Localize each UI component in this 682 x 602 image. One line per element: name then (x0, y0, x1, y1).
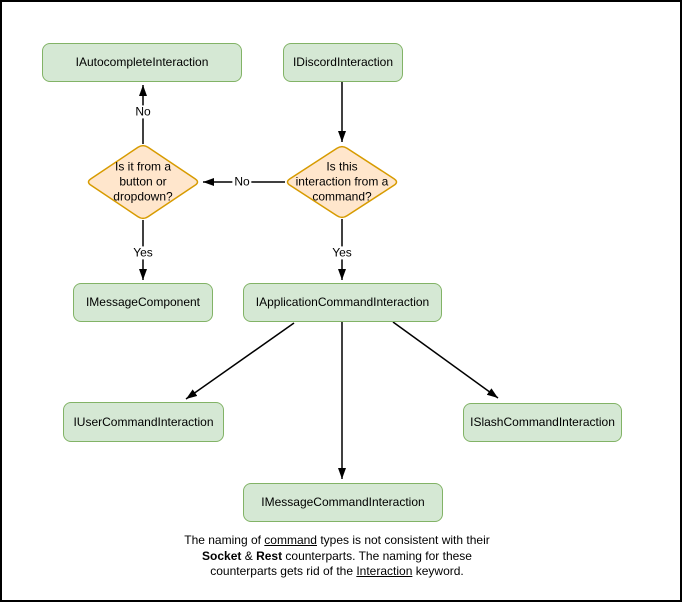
note-segment: counterparts gets rid of the (210, 564, 357, 579)
node-iapplication-command-interaction: IApplicationCommandInteraction (243, 283, 442, 322)
node-imessage-component: IMessageComponent (73, 283, 213, 322)
note-text: The naming of command types is not consi… (117, 533, 557, 580)
decision-button-or-dropdown-shape (87, 144, 199, 220)
edge-to-slash-command (392, 321, 499, 399)
edge-label-yes-to-message-component: Yes (131, 245, 155, 260)
note-line-3: counterparts gets rid of the Interaction… (117, 564, 557, 580)
note-segment-underlined: Interaction (356, 564, 413, 579)
edge-label-no-between-decisions: No (232, 174, 252, 189)
decision-from-command-shape (286, 145, 398, 219)
node-idiscord-interaction: IDiscordInteraction (283, 43, 403, 82)
decision-button-or-dropdown-label: Is it from a button or dropdown? (113, 159, 173, 204)
note-segment-bold: Socket (202, 548, 242, 563)
note-segment: The naming of (184, 533, 265, 547)
note-segment: types is not consistent with their (316, 533, 490, 547)
note-line-1: The naming of command types is not consi… (117, 533, 557, 549)
note-segment-underlined: command (264, 533, 317, 547)
node-imessage-command-interaction: IMessageCommandInteraction (243, 483, 443, 522)
node-iautocomplete-interaction: IAutocompleteInteraction (42, 43, 242, 82)
note-segment-bold: Rest (256, 548, 283, 563)
note-segment: keyword. (412, 564, 464, 579)
node-islash-command-interaction: ISlashCommandInteraction (463, 403, 622, 442)
note-segment: & (241, 548, 257, 563)
edge-to-user-command (185, 322, 295, 400)
decision-from-command-label: Is this interaction from a command? (295, 159, 389, 204)
node-iuser-command-interaction: IUserCommandInteraction (63, 402, 224, 442)
edge-label-yes-to-application-command: Yes (330, 245, 354, 260)
edge-label-no-to-autocomplete: No (133, 104, 153, 119)
note-segment: counterparts. The naming for these (282, 548, 472, 563)
note-line-2: Socket & Rest counterparts. The naming f… (117, 549, 557, 565)
